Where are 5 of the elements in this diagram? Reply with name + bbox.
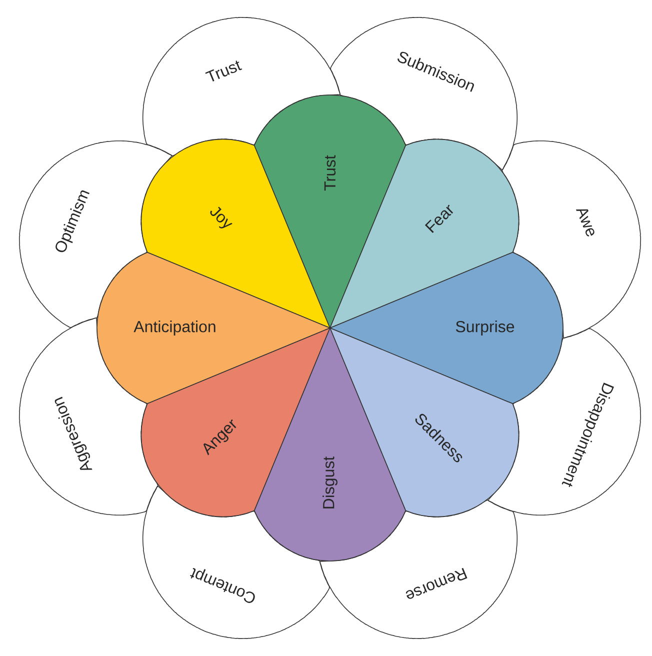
outer-petal: Trust bbox=[142, 17, 340, 156]
petal: Disgust bbox=[254, 328, 406, 562]
petal: Surprise bbox=[330, 252, 564, 404]
petal: Trust bbox=[254, 94, 406, 328]
petal: Anticipation bbox=[96, 252, 330, 404]
